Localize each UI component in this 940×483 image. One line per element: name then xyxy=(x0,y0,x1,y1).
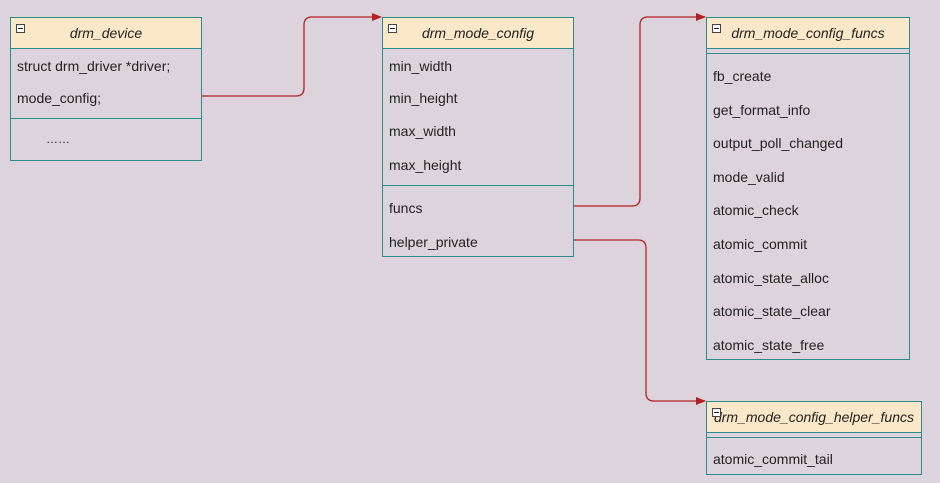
field-min-width: min_width xyxy=(389,58,453,74)
collapse-icon[interactable] xyxy=(16,24,25,33)
node-title: drm_mode_config_funcs xyxy=(731,25,885,41)
edge-mode-config-to-drm-mode-config xyxy=(202,13,382,97)
node-header: drm_device xyxy=(11,18,201,49)
field-helper-private: helper_private xyxy=(389,234,478,250)
node-title: drm_mode_config_helper_funcs xyxy=(713,409,914,425)
collapse-icon[interactable] xyxy=(388,24,397,33)
method-fb-create: fb_create xyxy=(713,68,772,84)
collapse-icon[interactable] xyxy=(712,408,721,417)
method-atomic-commit: atomic_commit xyxy=(713,236,808,252)
method-get-format-info: get_format_info xyxy=(713,102,811,118)
node-drm-device[interactable]: drm_device struct drm_driver *driver; mo… xyxy=(10,17,202,161)
collapse-icon[interactable] xyxy=(712,24,721,33)
field-funcs: funcs xyxy=(389,200,423,216)
field-max-height: max_height xyxy=(389,157,462,173)
edge-helper-private-to-helper-funcs xyxy=(574,239,706,405)
field-driver: struct drm_driver *driver; xyxy=(17,58,171,74)
method-output-poll-changed: output_poll_changed xyxy=(713,135,844,151)
field-mode-config: mode_config; xyxy=(17,90,102,106)
field-min-height: min_height xyxy=(389,90,458,106)
edge-funcs-to-drm-mode-config-funcs xyxy=(574,13,706,207)
node-drm-mode-config-funcs[interactable]: drm_mode_config_funcs fb_create get_form… xyxy=(706,17,910,360)
node-header: drm_mode_config_funcs xyxy=(707,18,909,49)
divider xyxy=(11,118,201,119)
divider xyxy=(707,437,921,438)
field-ellipsis: …… xyxy=(46,132,70,146)
method-atomic-check: atomic_check xyxy=(713,202,799,218)
node-drm-mode-config[interactable]: drm_mode_config min_width min_height max… xyxy=(382,17,574,257)
node-title: drm_device xyxy=(69,25,143,41)
divider xyxy=(707,53,909,54)
method-mode-valid: mode_valid xyxy=(713,169,785,185)
node-header: drm_mode_config_helper_funcs xyxy=(707,402,921,433)
method-atomic-state-free: atomic_state_free xyxy=(713,337,825,353)
node-header: drm_mode_config xyxy=(383,18,573,49)
method-atomic-commit-tail: atomic_commit_tail xyxy=(713,451,833,467)
divider xyxy=(383,185,573,186)
node-drm-mode-config-helper-funcs[interactable]: drm_mode_config_helper_funcs atomic_comm… xyxy=(706,401,922,475)
node-title: drm_mode_config xyxy=(421,25,535,41)
method-atomic-state-alloc: atomic_state_alloc xyxy=(713,270,829,286)
field-max-width: max_width xyxy=(389,123,456,139)
method-atomic-state-clear: atomic_state_clear xyxy=(713,303,831,319)
